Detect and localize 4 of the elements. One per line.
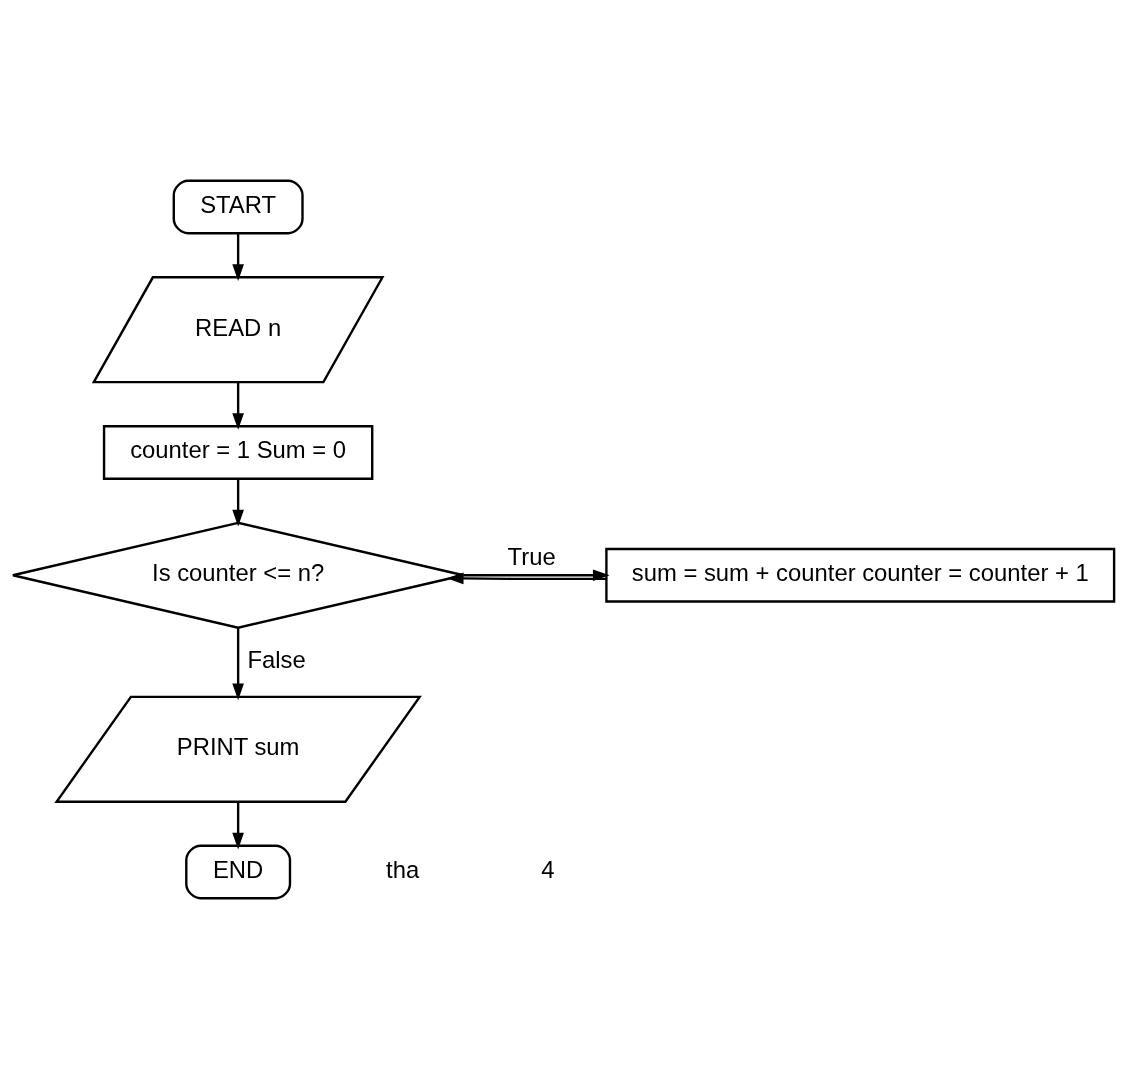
edge-label: False	[247, 645, 306, 673]
label: 4	[541, 855, 555, 883]
label: tha	[386, 855, 420, 883]
edge-label: True	[507, 542, 556, 570]
